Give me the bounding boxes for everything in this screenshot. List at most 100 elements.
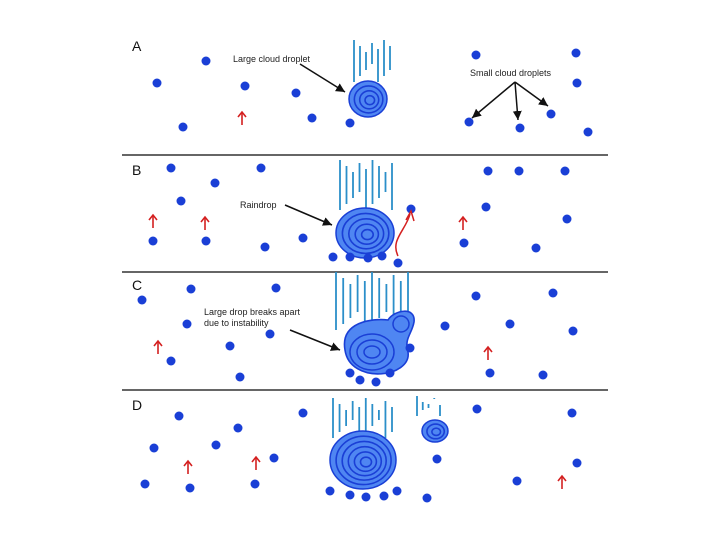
updraft-arrow-icon (148, 213, 158, 228)
droplet-icon (485, 368, 495, 378)
droplet-icon (514, 166, 524, 176)
droplet-icon (210, 178, 220, 188)
droplet-icon (538, 370, 548, 380)
label-small-cloud-droplets: Small cloud droplets (470, 68, 552, 78)
panel-letter-b: B (132, 162, 141, 178)
droplet-icon (405, 343, 415, 353)
droplet-icon (225, 341, 235, 351)
droplet-icon (392, 486, 402, 496)
droplet-icon (583, 127, 593, 137)
droplet-icon (546, 109, 556, 119)
droplet-icon (260, 242, 270, 252)
pointer-small-1 (471, 81, 516, 119)
droplet-icon (345, 490, 355, 500)
droplet-icon (572, 458, 582, 468)
droplet-icon (269, 453, 279, 463)
droplet-icon (291, 88, 301, 98)
updraft-arrow-icon (458, 215, 468, 230)
droplet-icon (307, 113, 317, 123)
droplet-icon (531, 243, 541, 253)
pointer-arrows (284, 63, 549, 351)
droplet-icon (512, 476, 522, 486)
droplet-icon (422, 493, 432, 503)
pointer-breakup (289, 329, 341, 351)
label-breakup-line2: due to instability (204, 318, 269, 328)
droplet-icon (152, 78, 162, 88)
droplet-icon (361, 492, 371, 502)
droplet-icon (481, 202, 491, 212)
droplet-icon (166, 163, 176, 173)
droplet-icon (567, 408, 577, 418)
droplet-icon (250, 479, 260, 489)
large-drops (329, 80, 449, 490)
droplet-icon (355, 375, 365, 385)
large-raindrop (329, 430, 397, 490)
pointer-small-3 (514, 81, 549, 107)
droplet-icon (178, 122, 188, 132)
droplet-icon (406, 204, 416, 214)
droplet-icon (256, 163, 266, 173)
droplet-icon (379, 491, 389, 501)
droplet-icon (345, 252, 355, 262)
droplet-icon (471, 291, 481, 301)
collected-droplet-arrowhead (405, 209, 415, 222)
pointer-small-2 (512, 81, 522, 121)
droplet-icon (568, 326, 578, 336)
droplet-icon (176, 196, 186, 206)
droplet-icon (233, 423, 243, 433)
droplet-icon (201, 236, 211, 246)
droplet-icon (548, 288, 558, 298)
droplet-icon (377, 251, 387, 261)
droplet-icon (185, 483, 195, 493)
droplet-icon (298, 233, 308, 243)
raindrop (335, 207, 395, 259)
droplet-icon (140, 479, 150, 489)
updraft-arrow-icon (153, 339, 163, 354)
pointer-raindrop (284, 204, 333, 226)
droplet-icon (298, 408, 308, 418)
panel-dividers (122, 154, 608, 391)
droplet-icon (471, 50, 481, 60)
panel-letter-c: C (132, 277, 142, 293)
label-breakup-line1: Large drop breaks apart (204, 307, 301, 317)
updraft-arrows (148, 110, 567, 489)
droplet-icon (182, 319, 192, 329)
droplet-icon (271, 283, 281, 293)
updraft-arrow-icon (200, 215, 210, 230)
droplet-icon (371, 377, 381, 387)
breaking-drop (343, 310, 415, 375)
droplet-icon (211, 440, 221, 450)
updraft-arrow-icon (251, 455, 261, 470)
droplet-icon (459, 238, 469, 248)
droplet-icon (393, 258, 403, 268)
droplet-icon (572, 78, 582, 88)
collected-droplet-arrow (395, 213, 411, 257)
label-raindrop: Raindrop (240, 200, 277, 210)
droplet-icon (174, 411, 184, 421)
droplet-icon (440, 321, 450, 331)
updraft-arrow-icon (483, 345, 493, 360)
droplet-icon (562, 214, 572, 224)
fragment-drop (421, 419, 449, 443)
updraft-arrow-icon (183, 459, 193, 474)
droplet-icon (166, 356, 176, 366)
small-cloud-droplets (137, 48, 593, 503)
updraft-arrow-icon (237, 110, 247, 125)
droplet-icon (432, 454, 442, 464)
droplet-icon (571, 48, 581, 58)
droplet-icon (240, 81, 250, 91)
updraft-arrow-icon (557, 474, 567, 489)
droplet-icon (505, 319, 515, 329)
droplet-icon (201, 56, 211, 66)
droplet-icon (137, 295, 147, 305)
droplet-icon (325, 486, 335, 496)
droplet-icon (345, 118, 355, 128)
droplet-icon (515, 123, 525, 133)
droplet-icon (483, 166, 493, 176)
label-large-cloud-droplet: Large cloud droplet (233, 54, 311, 64)
panel-letter-a: A (132, 38, 142, 54)
droplet-icon (363, 253, 373, 263)
droplet-icon (385, 368, 395, 378)
droplet-icon (265, 329, 275, 339)
